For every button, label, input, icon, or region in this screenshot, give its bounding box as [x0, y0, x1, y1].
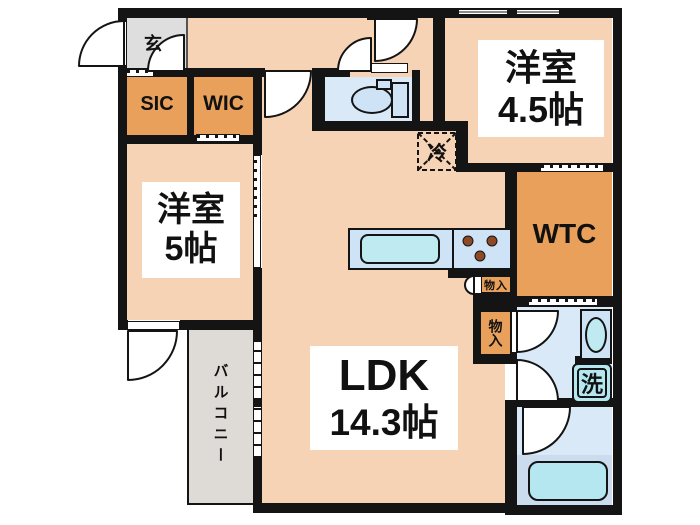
wall: [473, 311, 480, 363]
wall: [433, 8, 445, 131]
wall: [187, 73, 194, 137]
wall: [456, 121, 468, 172]
storage-lower-label: 物入: [487, 319, 504, 347]
sic-floor: [127, 73, 187, 135]
wall: [367, 8, 375, 20]
toilet-door-arc: [337, 37, 372, 72]
laundry-label: 洗: [580, 372, 603, 397]
window: [458, 9, 508, 15]
wall: [253, 459, 262, 513]
bedroom5-door-arc: [127, 330, 178, 381]
wall: [312, 121, 468, 131]
bedroom45-label: 洋室 4.5帖: [478, 40, 604, 137]
wtc-top-sliding-door: [540, 164, 604, 172]
laundry-pan: 洗: [572, 363, 612, 403]
kitchen-counter-divider: [452, 229, 454, 269]
washroom-lower-door-arc: [516, 359, 559, 402]
window: [516, 9, 560, 15]
wtc-label-text: WTC: [532, 218, 597, 249]
wall: [253, 68, 262, 155]
storage-lower-box: 物入: [479, 310, 512, 356]
wall: [253, 330, 262, 341]
wall: [505, 307, 517, 312]
entrance-step-line: [186, 18, 188, 68]
stove-burners: [462, 235, 498, 262]
wall: [575, 356, 612, 364]
wtc-floor: [517, 172, 612, 296]
wic-floor: [194, 73, 253, 135]
wall: [505, 352, 517, 360]
wall: [118, 68, 265, 77]
ldk-size: 14.3帖: [329, 402, 439, 444]
storage-door-arc: [464, 275, 475, 295]
balcony-window: [253, 341, 262, 401]
toilet-cistern: [376, 79, 392, 90]
bedroom5-label: 洋室 5帖: [142, 182, 240, 278]
entrance-label-text: 玄: [144, 34, 162, 54]
bedroom45-size: 4.5帖: [497, 88, 585, 130]
wall: [180, 320, 255, 330]
ldk-name: LDK: [338, 351, 430, 401]
wall: [613, 8, 622, 515]
wtc-label: WTC: [517, 172, 612, 296]
bedroom45-door-arc: [374, 18, 418, 62]
entrance-label: 玄: [142, 31, 164, 55]
laundry-pan-inner: 洗: [577, 368, 607, 398]
sic-label-text: SIC: [140, 92, 174, 115]
wash-basin-bowl: [585, 317, 607, 353]
wall: [325, 68, 350, 77]
wall: [412, 70, 420, 130]
wall: [473, 292, 517, 311]
wic-label-text: WIC: [203, 92, 244, 115]
wall: [456, 163, 622, 172]
wall: [448, 269, 517, 278]
wall: [517, 398, 622, 407]
wall: [473, 355, 517, 364]
balcony-label-text: バルコニー: [211, 362, 229, 468]
bathtub: [528, 461, 608, 501]
refrigerator-label-text: 冷: [427, 143, 447, 165]
balcony-label: バルコニー: [189, 335, 251, 495]
kitchen-sink: [360, 234, 440, 264]
balcony-floor: [187, 330, 253, 505]
sic-label: SIC: [127, 73, 187, 135]
refrigerator-label: 冷: [418, 133, 456, 170]
wall: [253, 503, 517, 513]
wall: [118, 320, 128, 330]
wall: [118, 135, 253, 144]
front-door-arc: [78, 20, 125, 67]
bedroom5-sliding-door: [253, 155, 261, 268]
wall: [505, 400, 517, 505]
bedroom5-name: 洋室: [157, 190, 225, 229]
bathroom-door-arc: [522, 406, 571, 455]
wall: [253, 268, 262, 330]
storage-upper-box: 物入: [480, 275, 512, 294]
wall: [312, 68, 325, 130]
wall: [253, 401, 262, 406]
toilet-bowl: [351, 86, 393, 114]
wall: [118, 8, 127, 22]
wtc-bottom-sliding-door: [528, 298, 598, 306]
balcony-door-leaf: [127, 321, 180, 330]
sic-sliding-door: [126, 69, 154, 77]
ldk-label: LDK 14.3帖: [310, 346, 458, 450]
wic-sliding-door: [196, 134, 240, 142]
toilet-tank: [391, 82, 409, 118]
ldk-entry-door-arc: [264, 70, 312, 118]
wall: [505, 505, 622, 515]
bedroom45-name: 洋室: [504, 47, 577, 89]
washroom-upper-door-arc: [516, 310, 559, 353]
wall: [118, 66, 127, 330]
balcony-window: [253, 406, 262, 459]
entrance-inner-door-arc: [147, 34, 185, 72]
bedroom5-size: 5帖: [164, 230, 218, 268]
wic-label: WIC: [194, 73, 253, 135]
refrigerator-symbol: [417, 132, 457, 171]
storage-upper-label: 物入: [484, 279, 508, 292]
